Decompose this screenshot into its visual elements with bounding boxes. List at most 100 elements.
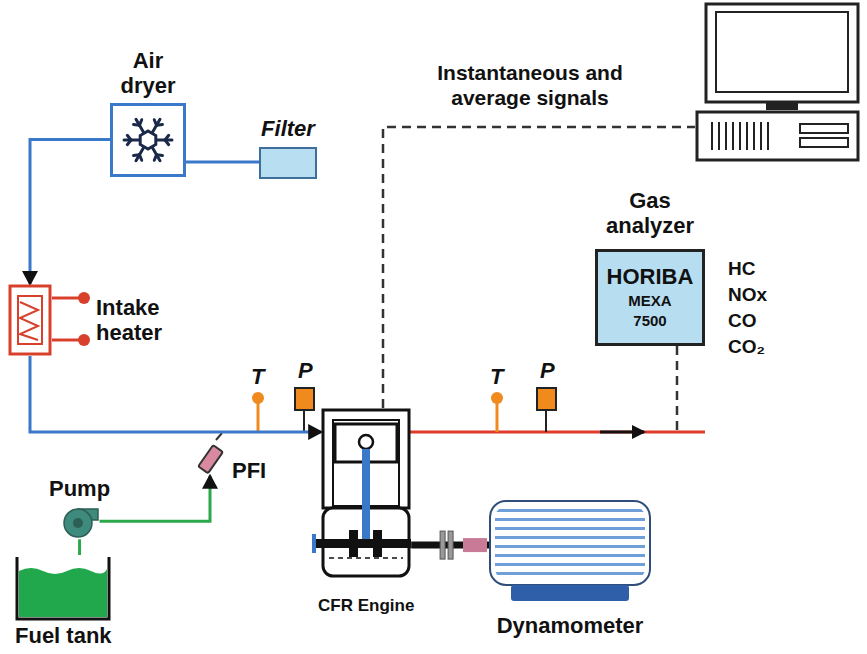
drawing-part [697,112,858,160]
drawing-part [767,122,769,150]
pressure-sensor [295,388,314,432]
drawing-part [359,435,373,449]
filter: Filter [259,116,317,179]
dynamometer: Dynamometer [489,500,651,638]
drawing-part [718,122,720,150]
drawing-part [495,506,645,580]
connector [30,140,110,284]
engine-label: CFR Engine [318,596,414,616]
drawing-part [739,122,741,150]
drawing-part [20,302,38,340]
drawing-part [127,140,131,145]
drawing-part [295,388,314,410]
species-label: HC [728,258,755,280]
gas-analyzer: Gas analyzerHORIBAMEXA 7500 [590,188,710,346]
drawing-part [800,124,848,133]
shaft-coupling [463,538,487,552]
engine: CFR Engine [318,408,414,616]
tank-label: Fuel tank [15,623,112,648]
drawing-part [373,530,382,557]
drawing-part [716,12,848,92]
dyno-label: Dynamometer [497,613,644,638]
drawing-part [800,138,848,147]
drawing-part [134,122,140,126]
species-label: CO₂ [728,336,765,358]
drawing-part [19,568,107,617]
drawing-part [73,518,83,528]
sample-line [676,346,679,432]
drawing-part [157,153,163,157]
drawing-part [746,122,748,150]
exhaust-arrow [600,431,644,434]
drawing-part [140,131,156,149]
drawing-part [140,154,142,160]
drawing-part [17,557,109,619]
species-label: NOx [728,284,767,306]
heater-leads [52,284,92,356]
drawing-part [315,539,411,548]
drawing-part [198,445,223,473]
drawing-part [198,445,223,473]
computer-tower [697,112,858,160]
drawing-part [725,122,727,150]
air-dryer-box [110,103,186,177]
intake-heater: Intake heater [8,284,186,356]
air-dryer: Air dryer [108,48,188,177]
fuel-injector: PFI [198,436,266,483]
fuel-injector [198,444,222,476]
connector [30,356,321,432]
drawing-part [362,449,370,541]
signal-line [383,127,695,408]
drawing-part [496,402,499,432]
drawing-part [760,122,762,150]
connector-line [100,476,210,522]
drawing-part [18,296,42,344]
drawing-part [711,122,713,150]
drawing-part [329,557,403,559]
connector [79,539,80,555]
analyzer-model: MEXA 7500 [624,291,676,330]
temperature-sensor [491,392,503,432]
connector [100,476,210,522]
connector [411,531,489,559]
drawing-part [766,102,798,110]
drawing-part [545,410,547,432]
drawing-part [124,119,172,161]
analyzer-brand: HORIBA [607,264,694,289]
drawing-part [78,334,90,346]
drawing-part [78,292,90,304]
dynamometer-motor [489,500,651,605]
species-label: CO [728,310,757,332]
analyzer-label: Gas analyzer [590,188,710,239]
connector-line [30,140,110,284]
computer-monitor [706,4,858,110]
shaft-coupling [448,531,453,559]
drawing-part [64,509,92,537]
cfr-engine [321,408,411,580]
sensor-label: P [540,358,555,384]
drawing-part [303,410,305,432]
drawing-part [257,402,260,432]
snowflake-icon [120,112,176,168]
drawing-part [252,392,264,404]
drawing-part [349,530,358,557]
temperature-sensor [252,392,264,432]
drawing-part [490,501,650,585]
sensor-label: T [490,364,503,390]
pump-label: Pump [49,476,110,501]
sensor-label: T [251,364,264,390]
connector-line [186,160,259,163]
drawing-part [52,339,80,342]
filter-box [259,147,317,179]
fuel-tank [15,555,111,621]
heater-label: Intake heater [96,295,186,346]
connector-line [30,356,321,432]
fuel-tank: Fuel tank [15,555,112,648]
connector [186,161,259,162]
signal-note: Instantaneous and average signals [400,60,660,110]
connector-line [78,539,81,555]
drawing-part [511,585,629,601]
injector-label: PFI [232,458,266,483]
drawing-part [732,122,734,150]
